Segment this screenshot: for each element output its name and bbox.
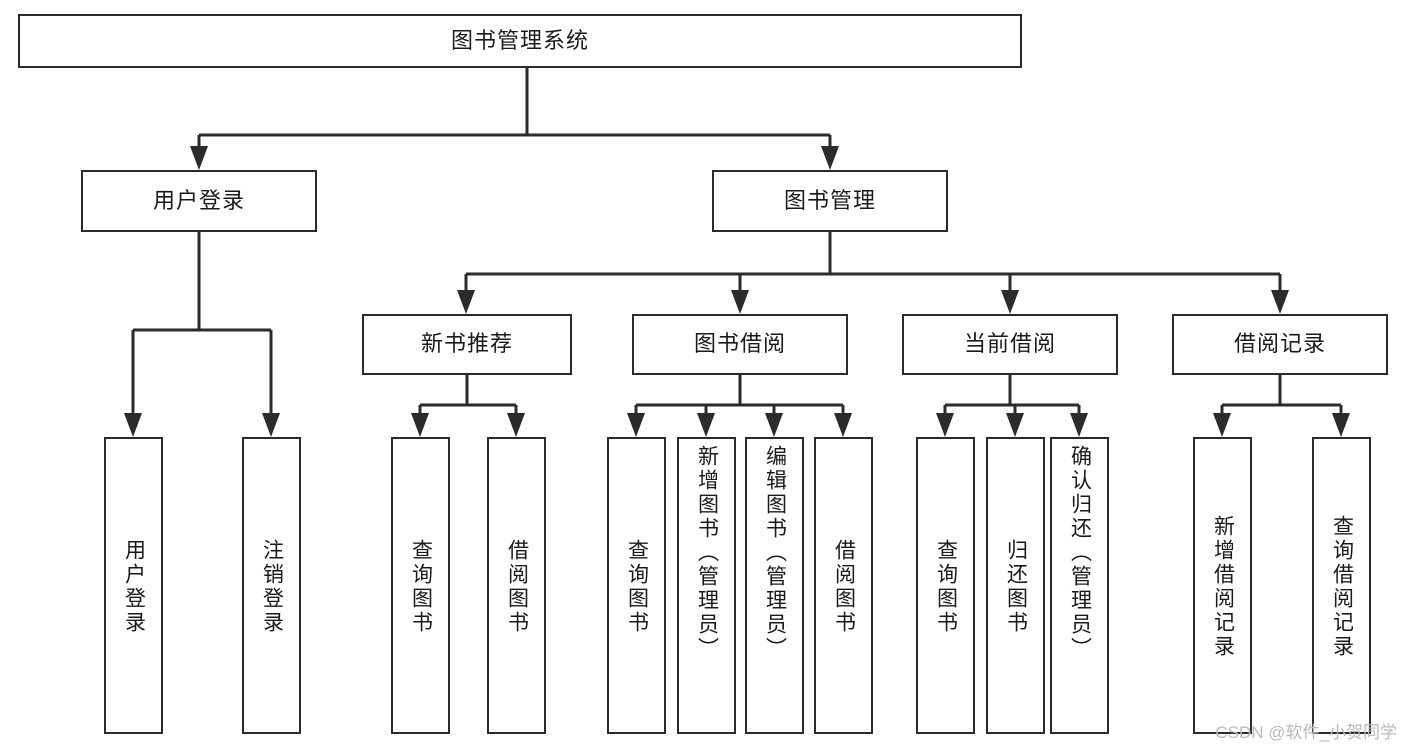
node-box-leaf-edit-book: 编辑图书（管理员） xyxy=(745,437,804,734)
node-label-leaf-return-book: 归还图书 xyxy=(1004,538,1028,635)
node-box-root: 图书管理系统 xyxy=(18,14,1022,68)
node-label-book-borrow: 图书借阅 xyxy=(693,331,786,357)
arrowhead-borrow_to_leaves-3 xyxy=(834,413,852,437)
node-label-leaf-query-book-borrow: 查询图书 xyxy=(625,538,649,635)
arrowhead-bookmanage_to_level3-3 xyxy=(1271,290,1289,314)
node-box-new-book-recommend: 新书推荐 xyxy=(362,314,572,375)
arrowhead-current_to_leaves-0 xyxy=(936,413,954,437)
node-label-leaf-query-borrow-record: 查询借阅记录 xyxy=(1330,514,1354,659)
node-label-current-borrow: 当前借阅 xyxy=(963,331,1056,357)
node-box-leaf-confirm-return: 确认归还（管理员） xyxy=(1050,437,1109,734)
node-label-leaf-user-login: 用户登录 xyxy=(122,538,146,635)
node-box-book-manage: 图书管理 xyxy=(712,170,948,232)
node-label-leaf-borrow-book: 借阅图书 xyxy=(832,538,856,635)
node-box-leaf-borrow-book-recommend: 借阅图书 xyxy=(487,437,546,734)
node-box-leaf-return-book: 归还图书 xyxy=(986,437,1045,734)
node-box-current-borrow: 当前借阅 xyxy=(902,314,1118,375)
node-label-leaf-query-book-recommend: 查询图书 xyxy=(409,538,433,635)
arrowhead-current_to_leaves-1 xyxy=(1006,413,1024,437)
arrowhead-bookmanage_to_level3-2 xyxy=(1001,290,1019,314)
node-label-leaf-confirm-return: 确认归还（管理员） xyxy=(1068,445,1092,661)
node-box-user-login: 用户登录 xyxy=(81,170,317,232)
csdn-watermark: CSDN @软件_小贺同学 xyxy=(1215,723,1397,742)
node-box-leaf-logout: 注销登录 xyxy=(242,437,301,734)
node-label-leaf-query-book-current: 查询图书 xyxy=(934,538,958,635)
arrowhead-root_to_level2-0 xyxy=(190,146,208,170)
arrowhead-recommend_to_leaves-1 xyxy=(507,413,525,437)
node-label-leaf-edit-book: 编辑图书（管理员） xyxy=(763,445,787,661)
node-label-root: 图书管理系统 xyxy=(450,27,589,53)
node-box-leaf-user-login: 用户登录 xyxy=(104,437,163,734)
node-box-leaf-add-book: 新增图书（管理员） xyxy=(677,437,736,734)
arrowhead-current_to_leaves-2 xyxy=(1070,413,1088,437)
node-box-leaf-query-borrow-record: 查询借阅记录 xyxy=(1312,437,1371,734)
node-label-user-login: 用户登录 xyxy=(152,187,245,213)
node-label-book-manage: 图书管理 xyxy=(783,187,876,213)
node-box-book-borrow: 图书借阅 xyxy=(632,314,848,375)
arrowhead-root_to_level2-1 xyxy=(821,146,839,170)
arrowhead-record_to_leaves-0 xyxy=(1213,413,1231,437)
arrowhead-userlogin_to_leaves-0 xyxy=(124,413,142,437)
node-box-leaf-query-book-borrow: 查询图书 xyxy=(607,437,666,734)
node-box-leaf-borrow-book: 借阅图书 xyxy=(814,437,873,734)
node-label-new-book-recommend: 新书推荐 xyxy=(420,331,513,357)
arrowhead-borrow_to_leaves-1 xyxy=(697,413,715,437)
arrowhead-userlogin_to_leaves-1 xyxy=(262,413,280,437)
node-label-leaf-add-book: 新增图书（管理员） xyxy=(695,445,719,661)
arrowhead-borrow_to_leaves-2 xyxy=(765,413,783,437)
arrowhead-bookmanage_to_level3-1 xyxy=(731,290,749,314)
node-box-borrow-record: 借阅记录 xyxy=(1172,314,1388,375)
node-label-leaf-logout: 注销登录 xyxy=(260,538,284,635)
arrowhead-recommend_to_leaves-0 xyxy=(411,413,429,437)
node-box-leaf-query-book-current: 查询图书 xyxy=(916,437,975,734)
node-box-leaf-query-book-recommend: 查询图书 xyxy=(391,437,450,734)
node-label-borrow-record: 借阅记录 xyxy=(1233,331,1326,357)
node-label-leaf-borrow-book-recommend: 借阅图书 xyxy=(505,538,529,635)
arrowhead-bookmanage_to_level3-0 xyxy=(457,290,475,314)
node-box-leaf-add-borrow-record: 新增借阅记录 xyxy=(1193,437,1252,734)
node-label-leaf-add-borrow-record: 新增借阅记录 xyxy=(1211,514,1235,659)
arrowhead-borrow_to_leaves-0 xyxy=(627,413,645,437)
arrowhead-record_to_leaves-1 xyxy=(1332,413,1350,437)
